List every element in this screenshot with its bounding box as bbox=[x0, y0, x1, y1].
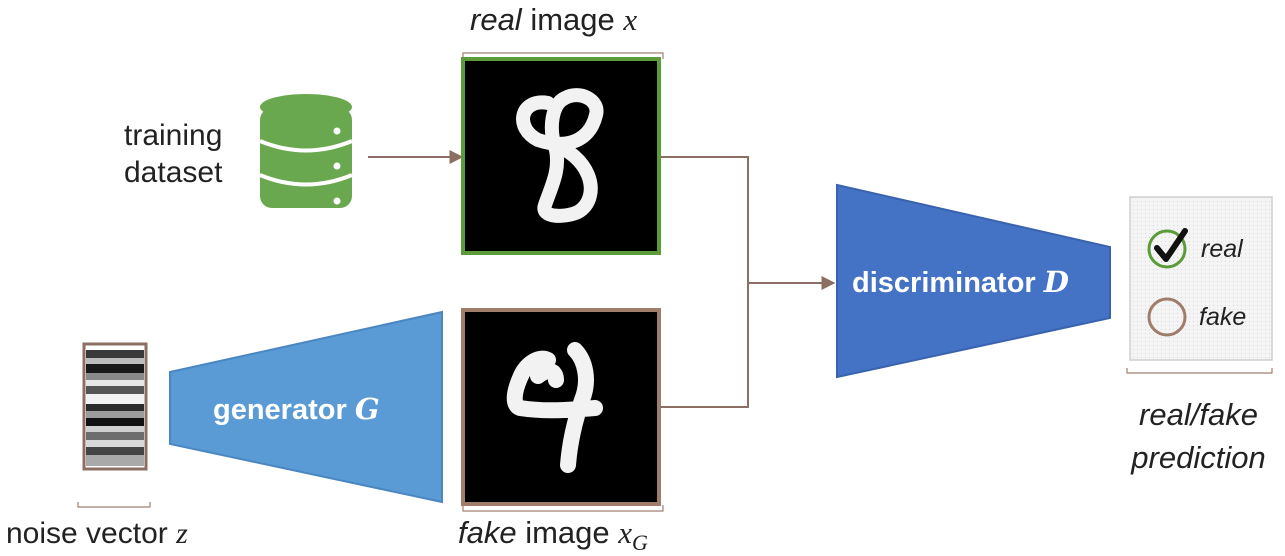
fake-to-discriminator-line bbox=[660, 283, 749, 408]
fake-image-bracket bbox=[462, 505, 664, 512]
noise-vector bbox=[82, 342, 148, 471]
noise-vector-bracket bbox=[77, 502, 151, 508]
generator-block bbox=[169, 310, 443, 504]
prediction-label: real/fake prediction bbox=[1131, 397, 1266, 475]
training-dataset-label: training dataset bbox=[124, 119, 223, 189]
fake-radio-icon bbox=[1147, 297, 1187, 337]
real-radio-icon bbox=[1147, 229, 1187, 269]
prediction-fake-label: fake bbox=[1199, 303, 1247, 331]
discriminator-block bbox=[836, 183, 1111, 379]
prediction-bracket bbox=[1126, 368, 1273, 374]
prediction-real-label: real bbox=[1201, 235, 1243, 263]
real-image bbox=[461, 57, 661, 255]
real-image-bracket bbox=[462, 52, 664, 59]
real-to-discriminator-line bbox=[660, 156, 749, 283]
prediction-card bbox=[1129, 196, 1273, 361]
generator-label: generator G bbox=[213, 392, 380, 426]
fake-image-label: fake image xG bbox=[458, 515, 648, 556]
database-icon bbox=[259, 94, 353, 208]
checkmark-icon bbox=[1154, 228, 1188, 262]
fake-image bbox=[461, 308, 661, 506]
real-image-label: real image x bbox=[470, 2, 638, 37]
noise-vector-label: noise vector z bbox=[6, 517, 188, 550]
discriminator-label: discriminator D bbox=[852, 265, 1069, 299]
